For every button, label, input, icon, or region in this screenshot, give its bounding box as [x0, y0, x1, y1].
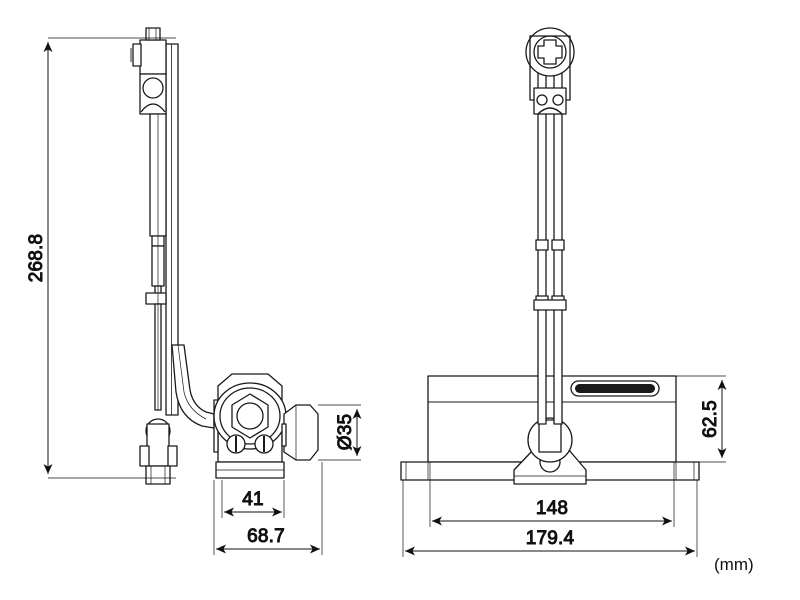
side-valve-screws [226, 434, 274, 454]
side-end-cap [281, 404, 319, 461]
front-arm-twin [533, 59, 567, 425]
dimension-overall-width-text: 179.4 [526, 528, 575, 549]
front-arm-head [525, 27, 575, 115]
units-note: (mm) [714, 555, 754, 574]
side-arm-upper [165, 43, 179, 416]
side-view [130, 27, 319, 485]
dimension-body-height-text: 62.5 [700, 400, 721, 438]
dimension-arm-offset-width: 41 [221, 480, 285, 518]
side-body-housing [213, 373, 287, 463]
dimension-end-cap-diameter-text: Ø35 [335, 414, 356, 451]
dimension-overall-height: 268.8 [26, 37, 176, 479]
dimension-body-height: 62.5 [676, 375, 727, 463]
dimension-arm-offset-width-text: 41 [242, 489, 264, 510]
front-arm-pivot [527, 417, 573, 463]
dimension-lines: 268.8 41 68.7 Ø35 62.5 [26, 37, 727, 557]
dimension-body-width-text: 148 [536, 498, 568, 519]
front-view [400, 27, 700, 485]
brand-nameplate [570, 380, 660, 397]
side-arm-telescope [145, 113, 167, 411]
dimension-body-width: 148 [429, 462, 675, 527]
side-body-base [215, 461, 285, 479]
dimension-body-depth: 68.7 [213, 462, 323, 555]
dimension-overall-height-text: 268.8 [26, 234, 47, 283]
side-arm-foot [139, 418, 178, 485]
dimension-end-cap-diameter: Ø35 [318, 404, 362, 461]
dimension-body-depth-text: 68.7 [247, 526, 285, 547]
dimension-overall-width: 179.4 [402, 480, 698, 557]
